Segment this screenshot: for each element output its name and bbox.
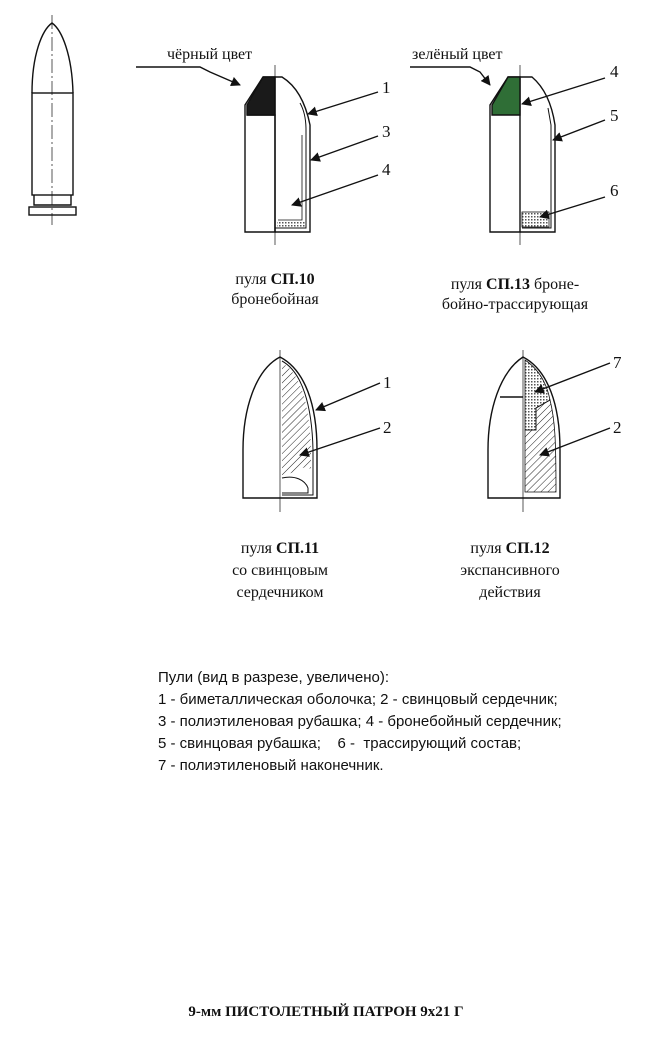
callout-number: 7 xyxy=(613,353,622,372)
cartridge-drawing xyxy=(28,15,77,225)
callout-number: 1 xyxy=(382,78,391,97)
legend-heading: Пули (вид в разрезе, увеличено): xyxy=(158,669,390,686)
callout-number: 1 xyxy=(383,373,392,392)
callout-number: 4 xyxy=(382,160,391,179)
callout-number: 5 xyxy=(610,106,619,125)
legend-line: 7 - полиэтиленовый наконечник. xyxy=(158,757,384,774)
black-color-label: чёрный цвет xyxy=(167,46,253,63)
callout-number: 6 xyxy=(610,181,619,200)
page-title: 9-мм ПИСТОЛЕТНЫЙ ПАТРОН 9x21 Г xyxy=(188,1004,464,1020)
legend: Пули (вид в разрезе, увеличено): 1 - бим… xyxy=(158,667,562,777)
callout-number: 3 xyxy=(382,122,391,141)
legend-line: 3 - полиэтиленовая рубашка; 4 - бронебой… xyxy=(158,713,562,730)
bullet-sp11-drawing xyxy=(242,350,381,512)
green-color-label: зелёный цвет xyxy=(412,46,503,63)
caption-sp13: пуля СП.13 броне-бойно-трассирующая xyxy=(441,276,589,313)
callout-number: 2 xyxy=(383,418,392,437)
legend-line: 1 - биметаллическая оболочка; 2 - свинцо… xyxy=(158,691,558,708)
callout-number: 2 xyxy=(613,418,622,437)
legend-line: 5 - свинцовая рубашка; 6 - трассирующий … xyxy=(158,735,522,752)
bullet-sp10-drawing xyxy=(136,65,379,245)
bullet-sp13-drawing xyxy=(410,65,606,245)
bullet-sp12-drawing xyxy=(487,350,611,512)
callout-number: 4 xyxy=(610,62,619,81)
